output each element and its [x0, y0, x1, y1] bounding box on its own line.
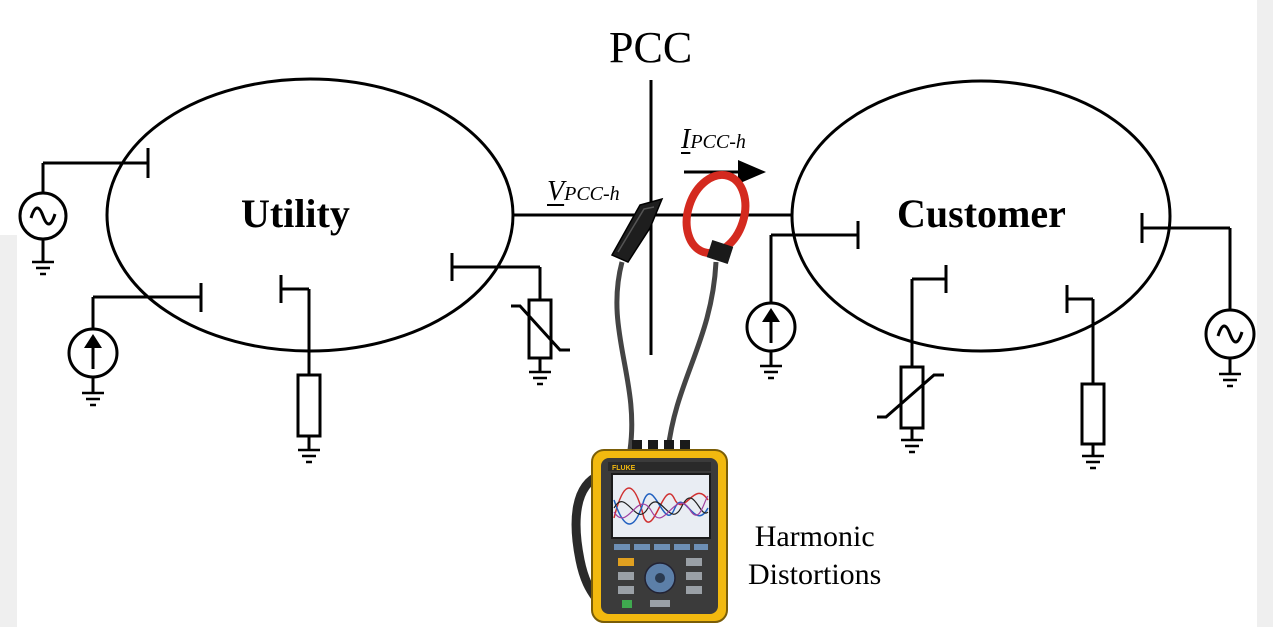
- caption-line-1: Harmonic: [754, 520, 875, 553]
- current-pcc-label: IPCC-h: [681, 126, 746, 154]
- utility-resistor-load-icon: [279, 275, 322, 464]
- current-subscript: PCC-h: [690, 131, 746, 153]
- analyzer-brand: FLUKE: [612, 465, 636, 472]
- voltage-symbol: V: [547, 176, 565, 207]
- voltage-pcc-label: VPCC-h: [547, 178, 620, 206]
- harmonic-distortions-caption: Harmonic Distortions: [748, 518, 881, 593]
- customer-resistor-load-icon: [1065, 285, 1106, 470]
- customer-ac-source-icon: [1140, 213, 1256, 388]
- customer-nonlinear-load-icon: [877, 265, 948, 454]
- current-flex-probe-icon: [665, 170, 750, 451]
- voltage-subscript: PCC-h: [564, 183, 620, 205]
- voltage-clamp-probe-icon: [610, 197, 664, 451]
- utility-ac-source-icon: [18, 148, 150, 276]
- utility-nonlinear-load-icon: [450, 253, 570, 386]
- utility-current-source-icon: [67, 283, 203, 407]
- current-symbol: I: [681, 124, 691, 155]
- utility-label: Utility: [241, 191, 350, 236]
- pcc-label: PCC: [609, 23, 693, 72]
- customer-label: Customer: [897, 191, 1066, 236]
- current-direction-arrow: [684, 160, 766, 184]
- customer-current-source-icon: [745, 221, 860, 380]
- caption-line-2: Distortions: [748, 557, 882, 591]
- customer-network-ellipse: [790, 79, 1172, 353]
- power-quality-analyzer-icon: FLUKE: [571, 440, 728, 623]
